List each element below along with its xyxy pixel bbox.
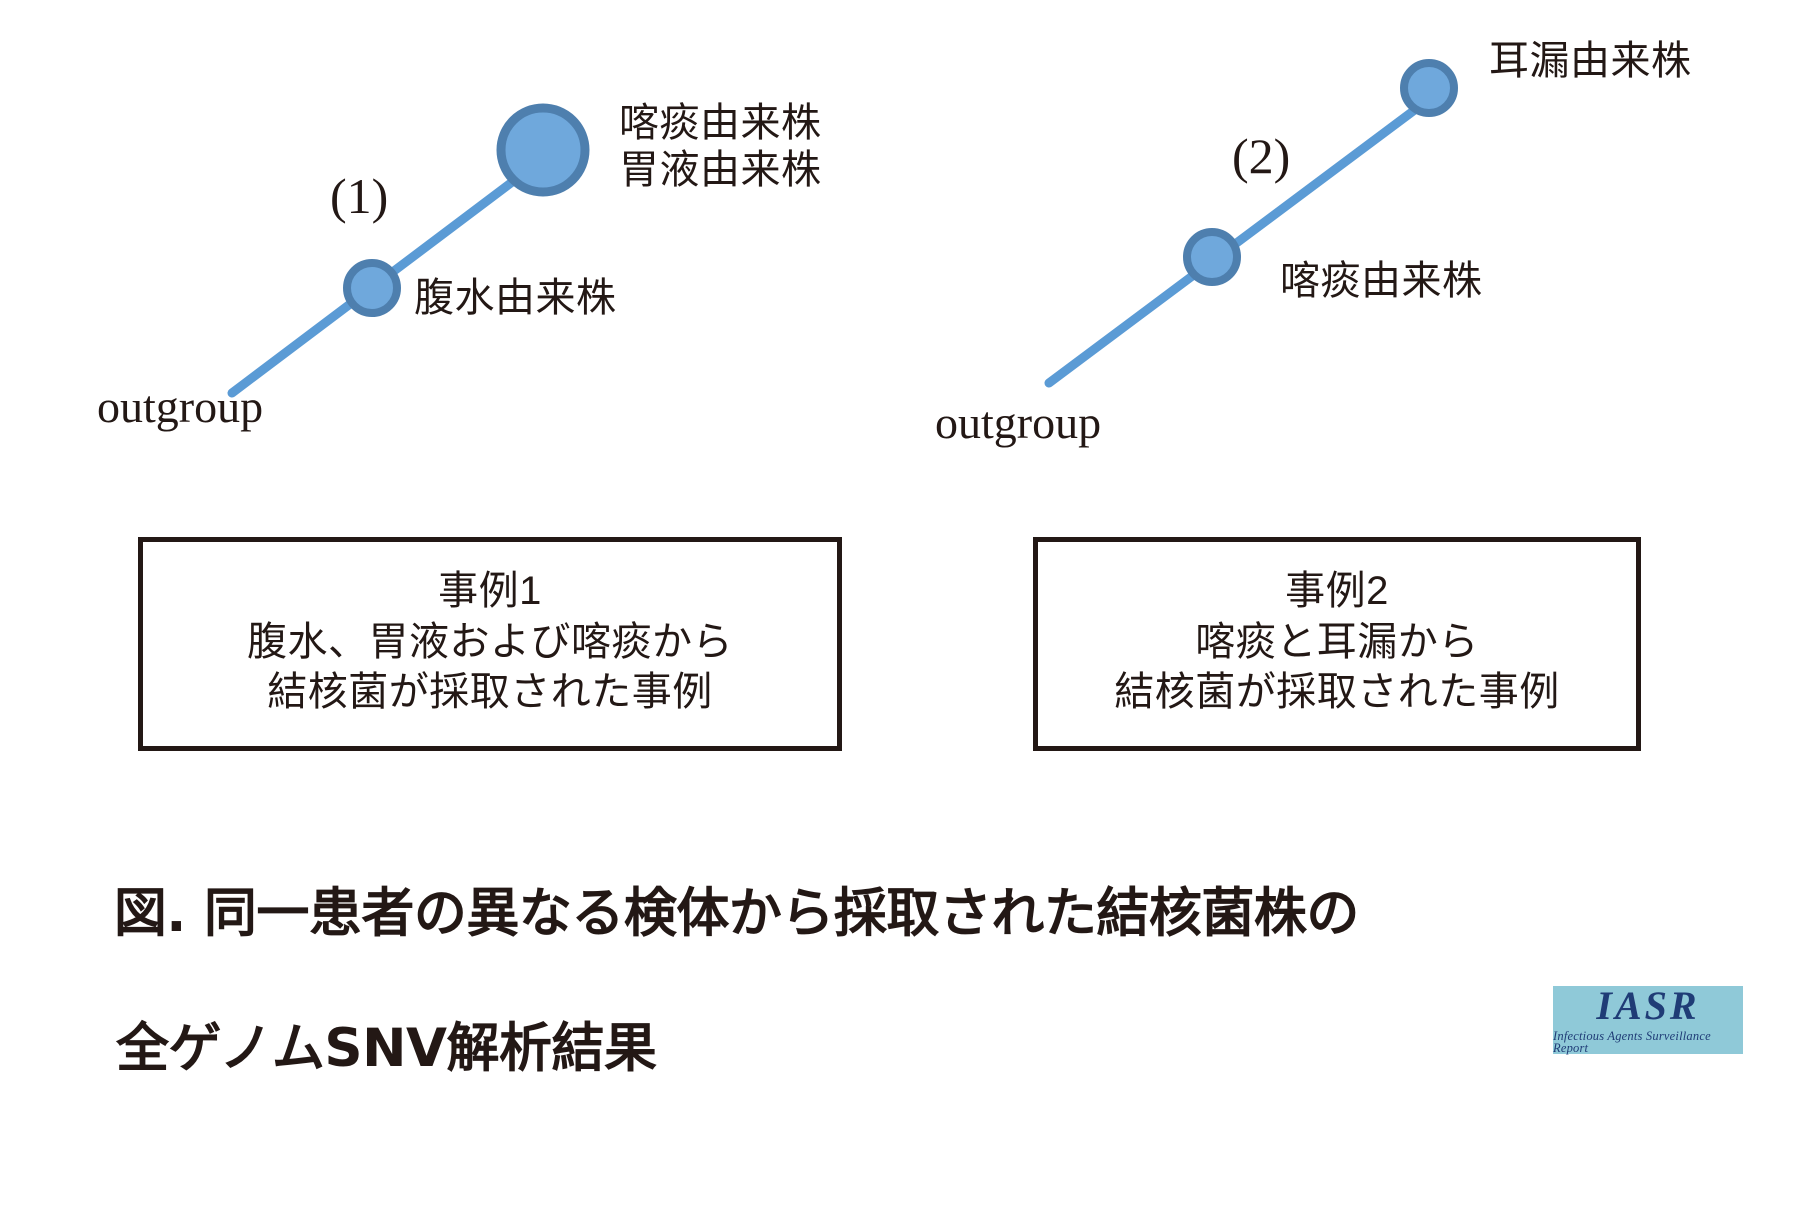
node-large-sputum-gastric-marker — [496, 103, 590, 197]
node-label-ascites: 腹水由来株 — [414, 276, 617, 320]
figure-canvas: (1) 喀痰由来株 胃液由来株 腹水由来株 outgroup 事例1 腹水、胃液… — [97, 39, 1743, 1079]
outgroup-label-case2: outgroup — [935, 397, 1102, 448]
case-box-1-line1: 事例1 — [438, 568, 542, 613]
node-label-sputum-gastric-line2: 胃液由来株 — [619, 148, 822, 192]
case-box-1: 事例1 腹水、胃液および喀痰から 結核菌が採取された事例 — [138, 537, 842, 751]
iasr-logo: IASR Infectious Agents Surveillance Repo… — [1553, 982, 1743, 1055]
node-label-sputum-gastric-line1: 喀痰由来株 — [619, 101, 822, 145]
node-label-otorrhea: 耳漏由来株 — [1489, 39, 1692, 83]
case-box-2: 事例2 喀痰と耳漏から 結核菌が採取された事例 — [1033, 537, 1641, 751]
case-box-2-line3: 結核菌が採取された事例 — [1114, 670, 1560, 715]
node-small-sputum-marker — [1183, 228, 1241, 286]
node-label-sputum-case2: 喀痰由来株 — [1280, 259, 1483, 303]
case-box-1-line3: 結核菌が採取された事例 — [267, 670, 713, 715]
branch-label-case2: (2) — [1232, 128, 1291, 184]
case-box-2-line2: 喀痰と耳漏から — [1195, 619, 1479, 664]
node-small-otorrhea-marker — [1400, 59, 1458, 117]
outgroup-label-case1: outgroup — [97, 381, 264, 432]
figure-caption: 図. 同一患者の異なる検体から採取された結核菌株の 全ゲノムSNV解析結果 — [42, 812, 1360, 1219]
case-box-1-line2: 腹水、胃液および喀痰から — [247, 619, 733, 664]
case-box-2-line1: 事例2 — [1285, 568, 1389, 613]
branch-line-case1 — [227, 150, 553, 398]
node-small-ascites-marker — [343, 259, 401, 317]
iasr-logo-mark: IASR — [1596, 982, 1700, 1028]
branch-label-case1: (1) — [330, 168, 389, 224]
figure-caption-line1: 図. 同一患者の異なる検体から採取された結核菌株の — [113, 882, 1360, 944]
iasr-logo-subtitle: Infectious Agents Surveillance Report — [1553, 1028, 1711, 1055]
figure-caption-line2: 全ゲノムSNV解析結果 — [116, 1018, 657, 1080]
